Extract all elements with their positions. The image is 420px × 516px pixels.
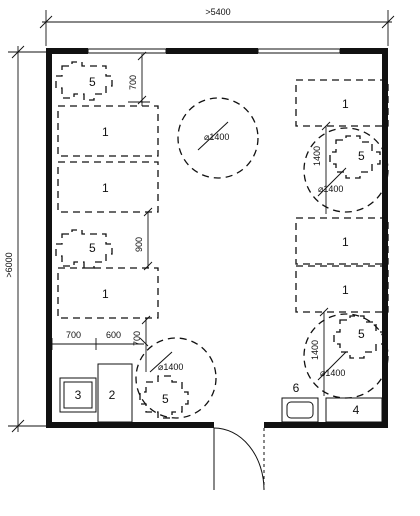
width-label: >5400 (205, 7, 230, 17)
chair-label: 5 (358, 149, 365, 163)
item-4-label: 4 (353, 403, 360, 417)
bed-right-1: 1 (295, 79, 389, 127)
walls (46, 48, 388, 428)
chair-group-left-middle: 5 (55, 229, 113, 269)
item-6-label: 6 (293, 381, 300, 395)
bed-left-3: 1 (57, 267, 159, 319)
bed-label: 1 (342, 97, 349, 111)
bed-right-3: 1 (295, 265, 389, 313)
fixture-2: 2 (97, 363, 133, 423)
bed-label: 1 (342, 235, 349, 249)
bed-label: 1 (102, 125, 109, 139)
dimension-right-top: 1400 (312, 121, 331, 214)
bed-label: 1 (342, 283, 349, 297)
chair-group-left-top: 5 (55, 61, 113, 101)
entrance-door (213, 427, 265, 491)
chair-label: 5 (162, 392, 169, 406)
circle-label: ⌀1400 (204, 132, 229, 142)
bed-left-2: 1 (57, 161, 159, 213)
dimension-gap-middle: 900 (134, 207, 153, 271)
turning-circle-left-lower: ⌀1400 (135, 337, 217, 419)
right-top-label: 1400 (312, 146, 322, 166)
bed-label: 1 (102, 181, 109, 195)
bed-label: 1 (102, 287, 109, 301)
circle-label: ⌀1400 (318, 184, 343, 194)
window-left (87, 48, 167, 54)
fixture-3: 3 (59, 377, 97, 413)
dimension-width: >5400 (39, 7, 395, 46)
chair-label: 5 (358, 327, 365, 341)
side-a-label: 700 (66, 330, 81, 340)
chair-label: 5 (89, 75, 96, 89)
fixture-4: 4 (325, 397, 383, 423)
circle-label: ⌀1400 (320, 368, 345, 378)
dimension-right-bottom: 1400 (310, 307, 329, 396)
window-right (257, 48, 341, 54)
chair-group-bottom-middle: 5 (139, 375, 189, 419)
bed-right-2: 1 (295, 217, 389, 265)
chair-group-right-bottom: 5 (333, 315, 385, 359)
dimension-gap-top: 700 (128, 51, 150, 106)
dimension-side: 700 600 (51, 330, 149, 350)
turning-circle-center: ⌀1400 (177, 97, 259, 179)
chair-group-right-top: 5 (329, 135, 381, 179)
item-3-label: 3 (75, 388, 82, 402)
turning-circle-right-upper: ⌀1400 (303, 127, 389, 213)
chair-label: 5 (89, 241, 96, 255)
right-bottom-label: 1400 (310, 340, 320, 360)
gap-top-label: 700 (128, 75, 138, 90)
gap-middle-label: 900 (134, 237, 144, 252)
side-b-label: 600 (106, 330, 121, 340)
item-2-label: 2 (109, 388, 116, 402)
circle-label: ⌀1400 (158, 362, 183, 372)
dimension-wheelchair-side: 700 (132, 315, 151, 372)
fixture-6: 6 (281, 381, 319, 423)
bed-left-1: 1 (57, 105, 159, 157)
dimension-depth: >6000 (4, 45, 46, 433)
wheelchair-side-label: 700 (132, 331, 142, 346)
depth-label: >6000 (4, 252, 14, 277)
